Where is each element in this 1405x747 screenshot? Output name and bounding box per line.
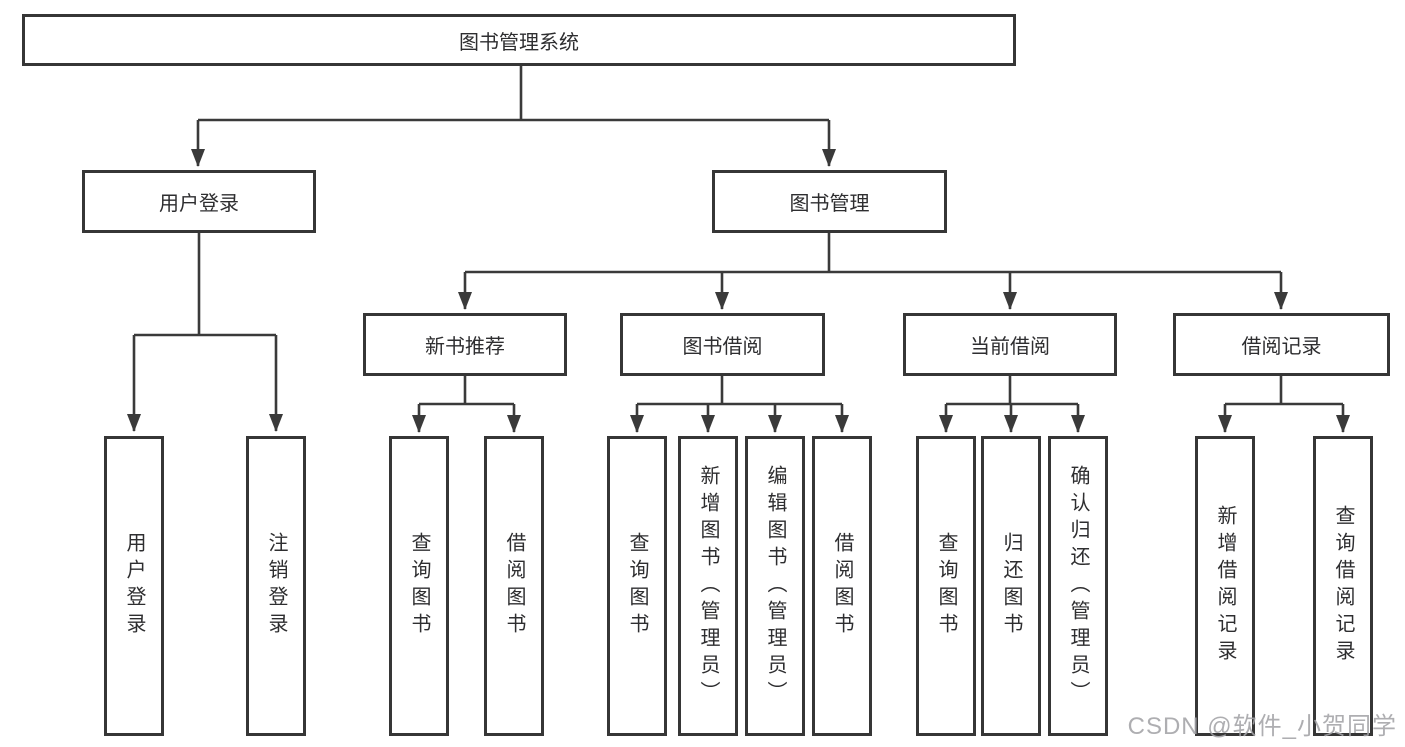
node-current-borrow: 当前借阅 [903,313,1117,376]
leaf-cb-return-books: 归还图书 [981,436,1041,736]
leaf-logout: 注销登录 [246,436,306,736]
leaf-cb-confirm-return-admin: 确认归还（管理员） [1048,436,1108,736]
leaf-bb-borrow-books: 借阅图书 [812,436,872,736]
leaf-br-add-record: 新增借阅记录 [1195,436,1255,736]
leaf-user-login: 用户登录 [104,436,164,736]
leaf-cb-query-books: 查询图书 [916,436,976,736]
node-book-borrow: 图书借阅 [620,313,825,376]
node-new-book-recommend: 新书推荐 [363,313,567,376]
leaf-nb-borrow-books: 借阅图书 [484,436,544,736]
leaf-bb-add-books-admin: 新增图书（管理员） [678,436,738,736]
csdn-watermark: CSDN @软件_小贺同学 [1127,713,1397,740]
leaf-bb-edit-books-admin: 编辑图书（管理员） [745,436,805,736]
leaf-nb-query-books: 查询图书 [389,436,449,736]
leaf-br-query-record: 查询借阅记录 [1313,436,1373,736]
node-library-management-system: 图书管理系统 [22,14,1016,66]
node-user-login: 用户登录 [82,170,316,233]
node-borrow-records: 借阅记录 [1173,313,1390,376]
node-book-management: 图书管理 [712,170,947,233]
leaf-bb-query-books: 查询图书 [607,436,667,736]
